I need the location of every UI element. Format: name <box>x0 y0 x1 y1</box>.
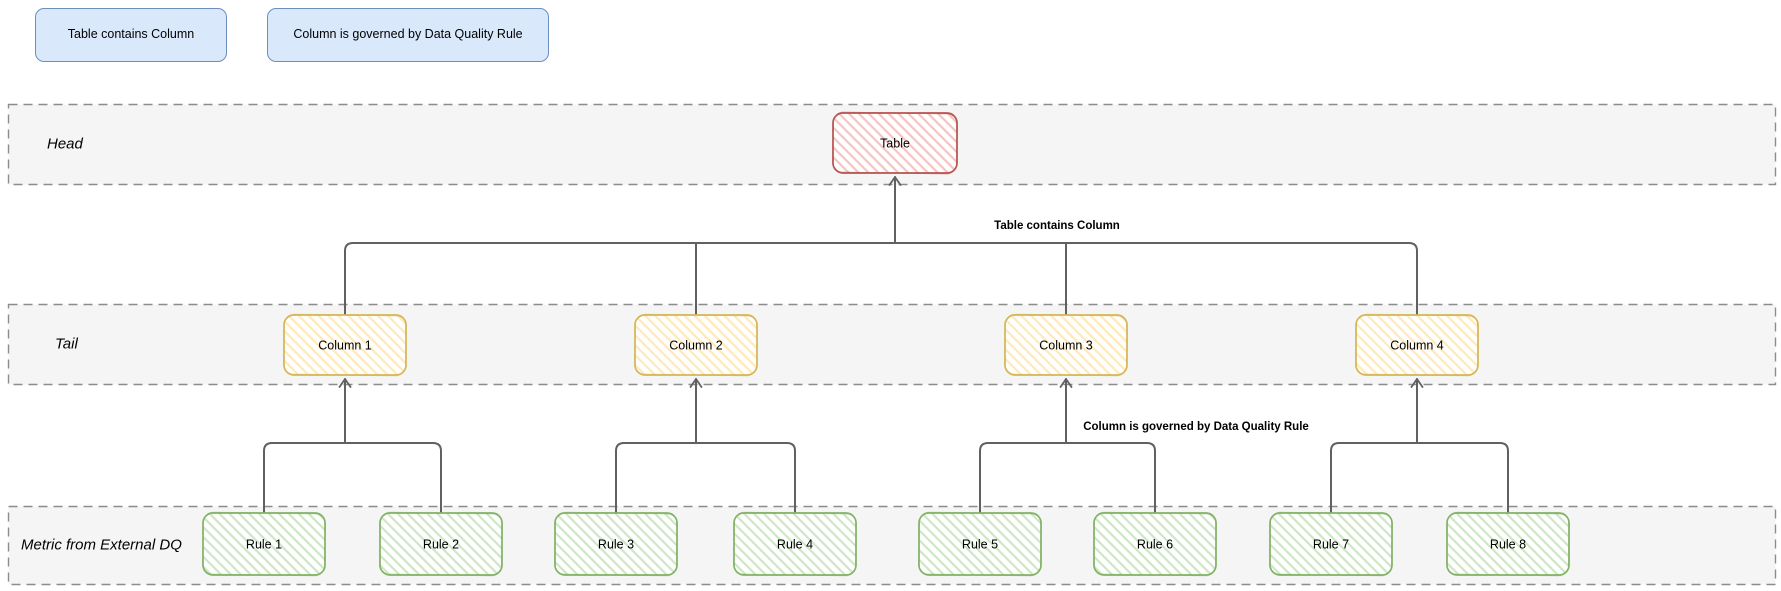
node-column-3-label: Column 3 <box>1039 338 1093 352</box>
lane-label-tail: Tail <box>55 335 78 353</box>
node-column-1-label: Column 1 <box>318 338 372 352</box>
node-rule-8[interactable]: Rule 8 <box>1446 511 1570 577</box>
node-rule-5-label: Rule 5 <box>962 537 998 551</box>
legend-table-contains-column[interactable]: Table contains Column <box>35 8 227 62</box>
node-column-2[interactable]: Column 2 <box>634 313 758 377</box>
node-rule-2-label: Rule 2 <box>423 537 459 551</box>
node-rule-1-label: Rule 1 <box>246 537 282 551</box>
edge-line <box>1065 442 1156 514</box>
edge-label-table-contains-column: Table contains Column <box>994 220 1120 232</box>
node-rule-6[interactable]: Rule 6 <box>1093 511 1217 577</box>
edge-line <box>1330 442 1418 514</box>
edge-line <box>615 442 697 514</box>
edge-line <box>1416 442 1509 514</box>
node-column-1[interactable]: Column 1 <box>283 313 407 377</box>
node-rule-5[interactable]: Rule 5 <box>918 511 1042 577</box>
node-column-3[interactable]: Column 3 <box>1004 313 1128 377</box>
node-rule-6-label: Rule 6 <box>1137 537 1173 551</box>
node-rule-3[interactable]: Rule 3 <box>554 511 678 577</box>
edge-line <box>695 442 796 514</box>
node-rule-7[interactable]: Rule 7 <box>1269 511 1393 577</box>
lane-label-metric-from-external-dq: Metric from External DQ <box>21 536 182 554</box>
node-table-label: Table <box>880 136 910 150</box>
edge-line <box>263 442 346 514</box>
lane-tail[interactable] <box>7 303 1777 386</box>
node-table[interactable]: Table <box>832 111 958 175</box>
edge-line <box>344 442 442 514</box>
node-rule-8-label: Rule 8 <box>1490 537 1526 551</box>
node-column-4-label: Column 4 <box>1390 338 1444 352</box>
node-rule-4[interactable]: Rule 4 <box>733 511 857 577</box>
node-rule-3-label: Rule 3 <box>598 537 634 551</box>
node-rule-4-label: Rule 4 <box>777 537 813 551</box>
edge-line <box>344 242 1418 316</box>
node-column-4[interactable]: Column 4 <box>1355 313 1479 377</box>
node-rule-2[interactable]: Rule 2 <box>379 511 503 577</box>
node-rule-1[interactable]: Rule 1 <box>202 511 326 577</box>
lane-label-head: Head <box>47 135 83 153</box>
node-rule-7-label: Rule 7 <box>1313 537 1349 551</box>
edge-line <box>979 442 1067 514</box>
node-column-2-label: Column 2 <box>669 338 723 352</box>
edge-label-column-governed-by-dq-rule: Column is governed by Data Quality Rule <box>1083 421 1309 433</box>
legend-column-governed-by-dq-rule[interactable]: Column is governed by Data Quality Rule <box>267 8 549 62</box>
